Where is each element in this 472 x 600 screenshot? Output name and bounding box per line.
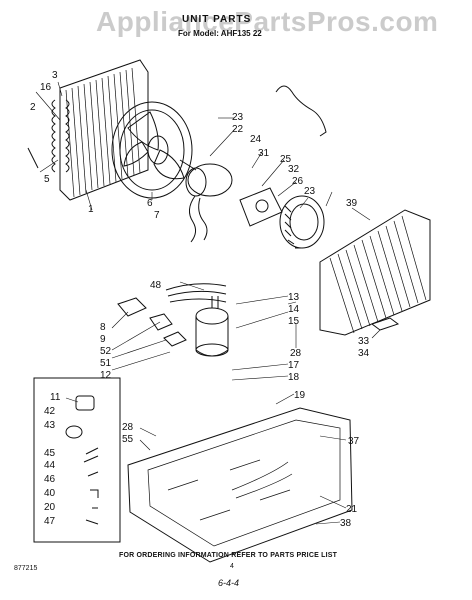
callout-31: 31: [258, 148, 270, 159]
callout-20: 20: [44, 502, 56, 513]
callout-52: 52: [100, 346, 112, 357]
callout-11: 11: [50, 392, 61, 403]
callout-37: 37: [348, 436, 360, 447]
sensor-bulb: [27, 147, 39, 169]
blower-wheel: [279, 195, 325, 249]
callout-18: 18: [288, 372, 300, 383]
callout-45: 45: [44, 448, 56, 459]
callout-23: 23: [232, 112, 244, 123]
callout-42: 42: [44, 406, 56, 417]
model-subtitle: For Model: AHF135 22: [178, 29, 262, 38]
callout-38: 38: [340, 518, 352, 529]
callout-16: 16: [40, 82, 52, 93]
callout-28: 28: [122, 422, 134, 433]
callout-8: 8: [100, 322, 106, 333]
callout-48: 48: [150, 280, 162, 291]
bracket-part: [370, 317, 400, 331]
callout-21: 21: [346, 504, 358, 515]
wire-harness: [165, 283, 227, 303]
callout-44: 44: [44, 460, 56, 471]
inset-box: [33, 377, 121, 543]
motor-mount: [239, 187, 283, 227]
callout-46: 46: [44, 474, 56, 485]
watermark: AppliancePartsPros.com: [96, 6, 439, 37]
callout-labels: 2316516723222431253226233948131415281718…: [30, 70, 370, 529]
callout-55: 55: [122, 434, 134, 445]
compressor: [195, 296, 229, 357]
callout-51: 51: [100, 358, 112, 369]
callout-2: 2: [30, 102, 36, 113]
callout-22: 22: [232, 124, 244, 135]
ordering-note: FOR ORDERING INFORMATION REFER TO PARTS …: [119, 552, 338, 559]
relay-bracket: [117, 297, 187, 347]
callout-7: 7: [154, 210, 160, 221]
evaporator-coil: [319, 209, 431, 336]
callout-39: 39: [346, 198, 358, 209]
callout-1: 1: [88, 204, 94, 215]
reference-number: 877215: [14, 565, 38, 572]
callout-14: 14: [288, 304, 300, 315]
diagram-title: UNIT PARTS: [182, 14, 252, 25]
callout-28: 28: [290, 348, 302, 359]
condenser-coil: [51, 59, 149, 201]
fan-motor: [179, 159, 233, 243]
callout-6: 6: [147, 198, 153, 209]
callout-5: 5: [44, 174, 50, 185]
callout-43: 43: [44, 420, 56, 431]
callout-26: 26: [292, 176, 304, 187]
callout-19: 19: [294, 390, 306, 401]
callout-47: 47: [44, 516, 56, 527]
base-pan: [127, 407, 353, 563]
callout-24: 24: [250, 134, 262, 145]
callout-17: 17: [288, 360, 300, 371]
callout-32: 32: [288, 164, 300, 175]
page-number: 4: [230, 563, 234, 570]
callout-13: 13: [288, 292, 300, 303]
callout-15: 15: [288, 316, 300, 327]
callout-23: 23: [304, 186, 316, 197]
date-mark: 6-4-4: [218, 578, 240, 588]
condenser-fan: [111, 101, 193, 199]
spring-clip: [275, 85, 327, 137]
callout-40: 40: [44, 488, 56, 499]
callout-9: 9: [100, 334, 106, 345]
inset-parts: [65, 395, 99, 525]
callout-33: 33: [358, 336, 370, 347]
callout-25: 25: [280, 154, 292, 165]
callout-3: 3: [52, 70, 58, 81]
callout-12: 12: [100, 370, 112, 381]
callout-34: 34: [358, 348, 370, 359]
